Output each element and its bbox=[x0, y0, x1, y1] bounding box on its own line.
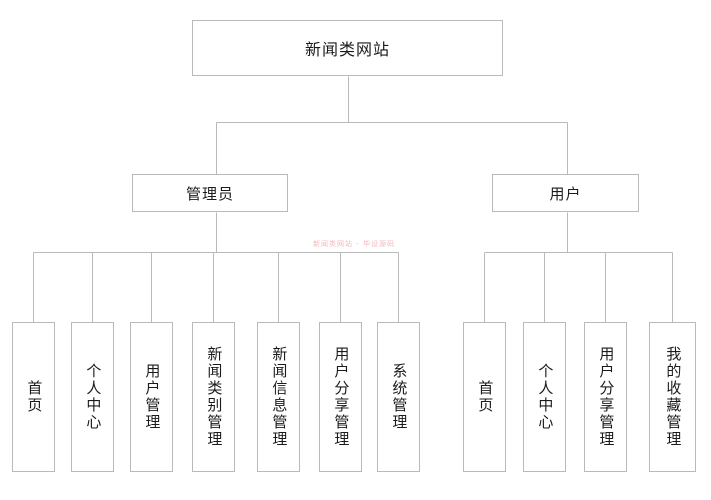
node-user-module-2: 个人中心 bbox=[523, 322, 566, 472]
node-admin-module-4-label: 新闻类别管理 bbox=[205, 346, 224, 448]
node-admin-module-6: 用户分享管理 bbox=[319, 322, 362, 472]
node-admin-module-7-label: 系统管理 bbox=[390, 363, 409, 431]
node-role-admin-label: 管理员 bbox=[185, 184, 234, 203]
node-admin-module-1-label: 首页 bbox=[25, 380, 44, 414]
node-user-module-1: 首页 bbox=[463, 322, 506, 472]
node-admin-module-7: 系统管理 bbox=[377, 322, 420, 472]
node-role-user: 用户 bbox=[492, 174, 639, 212]
node-admin-module-5: 新闻信息管理 bbox=[257, 322, 300, 472]
node-admin-module-2: 个人中心 bbox=[71, 322, 114, 472]
node-root: 新闻类网站 bbox=[192, 20, 503, 76]
node-root-label: 新闻类网站 bbox=[304, 40, 390, 59]
node-admin-module-1: 首页 bbox=[12, 322, 55, 472]
watermark: 新闻类网站 - 毕设源码 bbox=[313, 240, 395, 248]
node-admin-module-2-label: 个人中心 bbox=[84, 363, 103, 431]
node-admin-module-3-label: 用户管理 bbox=[143, 363, 162, 431]
node-role-user-label: 用户 bbox=[549, 184, 582, 203]
node-role-admin: 管理员 bbox=[132, 174, 288, 212]
node-user-module-4-label: 我的收藏管理 bbox=[664, 346, 683, 448]
node-user-module-1-label: 首页 bbox=[476, 380, 495, 414]
node-user-module-2-label: 个人中心 bbox=[536, 363, 555, 431]
node-admin-module-6-label: 用户分享管理 bbox=[332, 346, 351, 448]
node-user-module-3-label: 用户分享管理 bbox=[597, 346, 616, 448]
node-admin-module-5-label: 新闻信息管理 bbox=[270, 346, 289, 448]
node-admin-module-3: 用户管理 bbox=[130, 322, 173, 472]
node-admin-module-4: 新闻类别管理 bbox=[192, 322, 235, 472]
node-user-module-4: 我的收藏管理 bbox=[649, 322, 696, 472]
node-user-module-3: 用户分享管理 bbox=[584, 322, 627, 472]
